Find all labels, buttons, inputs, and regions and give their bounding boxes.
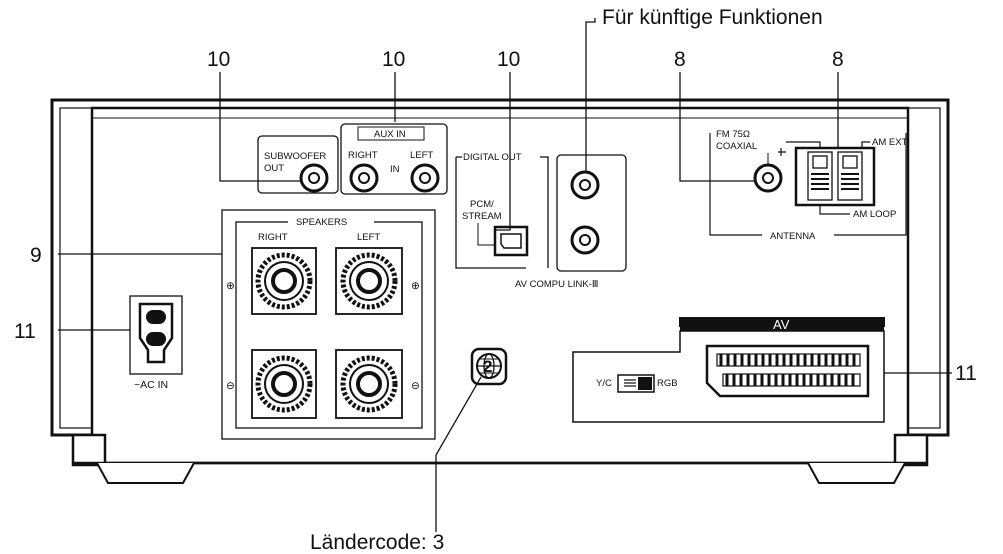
plus-symbol-left: ⊕	[226, 280, 235, 292]
rgb-label: RGB	[657, 378, 678, 389]
compu-link-label: AV COMPU LINK-Ⅲ	[515, 279, 598, 290]
compu-link-section: AV COMPU LINK-Ⅲ	[512, 154, 627, 290]
minus-symbol-left: ⊖	[226, 380, 235, 392]
speaker-left-label: LEFT	[357, 232, 380, 243]
fm-label-line1: FM 75Ω	[716, 129, 750, 140]
leader-compu-link	[585, 18, 596, 172]
yc-label: Y/C	[596, 378, 612, 389]
stream-label: STREAM	[462, 211, 502, 222]
digital-out-label: DIGITAL OUT	[463, 152, 522, 163]
antenna-section: FM 75Ω COAXIAL AM EXT AM LOOP ANTENNA	[709, 129, 908, 242]
am-ext-label: AM EXT	[872, 137, 908, 148]
av-label: AV	[773, 317, 790, 332]
region-code-digit: 2	[483, 357, 492, 376]
callout-lines	[58, 18, 952, 532]
aux-in-section: AUX IN RIGHT IN LEFT	[340, 123, 448, 195]
speaker-terminal-left-plus[interactable]	[335, 247, 403, 315]
leader-fm	[679, 72, 754, 182]
subwoofer-out-section: SUBWOOFER OUT	[257, 135, 339, 194]
speaker-terminal-right-minus[interactable]	[251, 349, 317, 419]
av-scart-section: AV Y/C RGB	[572, 317, 885, 423]
region-code-symbol: 2	[470, 347, 508, 386]
fm-label-line2: COAXIAL	[716, 141, 757, 152]
callout-country-code: Ländercode: 3	[310, 531, 444, 554]
speaker-right-label: RIGHT	[258, 232, 288, 243]
ac-in-section: ~AC IN	[129, 295, 183, 391]
leader-subwoofer	[219, 72, 300, 182]
am-loop-label: AM LOOP	[853, 209, 896, 220]
callout-aux: 10	[382, 48, 405, 71]
leader-digital	[495, 72, 511, 231]
subwoofer-label-line1: SUBWOOFER	[264, 151, 326, 162]
callout-future-functions: Für künftige Funktionen	[602, 6, 823, 29]
optical-digital-out-jack[interactable]	[493, 225, 529, 257]
plus-symbol-right: ⊕	[411, 280, 420, 292]
antenna-label: ANTENNA	[770, 231, 816, 242]
minus-symbol-right: ⊖	[411, 380, 420, 392]
aux-in-word: IN	[390, 164, 400, 175]
callouts: Für künftige Funktionen 10 10 10 8 8 9 1…	[14, 6, 977, 554]
speakers-label: SPEAKERS	[296, 217, 347, 228]
callout-fm: 8	[674, 48, 686, 71]
aux-in-label: AUX IN	[374, 129, 406, 140]
callout-digital: 10	[497, 48, 520, 71]
aux-left-label: LEFT	[410, 150, 433, 161]
feet	[96, 462, 906, 484]
speaker-terminal-left-minus[interactable]	[335, 349, 403, 419]
pcm-label: PCM/	[470, 199, 494, 210]
callout-av: 11	[955, 362, 977, 385]
callout-am: 8	[832, 48, 844, 71]
callout-speakers: 9	[30, 244, 42, 267]
switch-slider[interactable]	[638, 377, 652, 390]
callout-ac: 11	[14, 320, 36, 343]
digital-out-section: DIGITAL OUT PCM/ STREAM	[455, 152, 549, 269]
subwoofer-label-line2: OUT	[264, 163, 284, 174]
callout-subwoofer: 10	[207, 48, 230, 71]
leader-region	[435, 376, 482, 532]
speakers-section: SPEAKERS RIGHT LEFT ⊕ ⊕ ⊖ ⊖	[221, 209, 436, 440]
speaker-terminal-right-plus[interactable]	[251, 247, 317, 315]
ac-in-label: ~AC IN	[134, 379, 168, 391]
aux-right-label: RIGHT	[348, 150, 378, 161]
